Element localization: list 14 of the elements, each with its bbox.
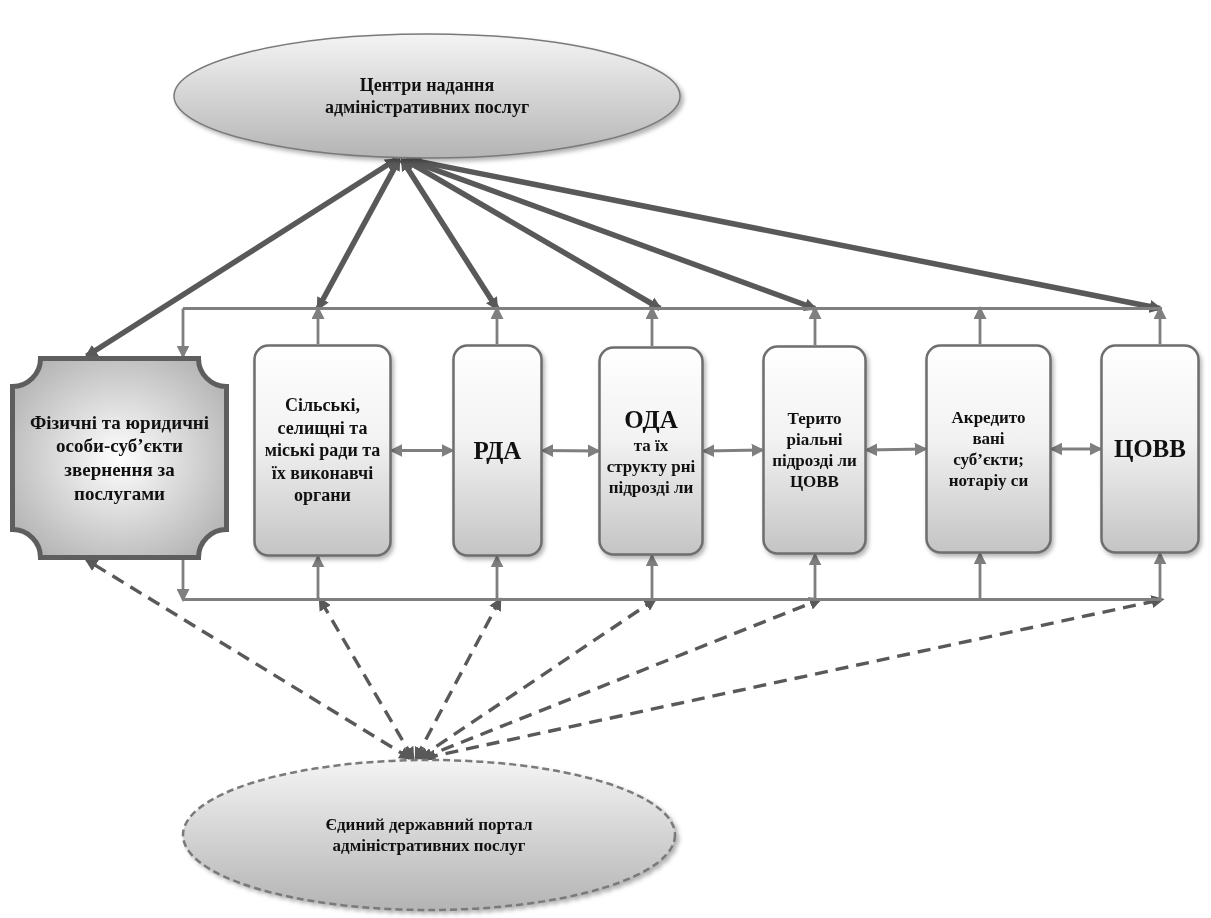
box-label: Фізичні та юридичні особи-суб’єкти звернення за послугами [28,410,211,506]
arrow [402,157,663,311]
box-label: Єдиний державний портал адміністративних послуг [324,813,534,857]
arrow [176,560,190,603]
box-label: Акредито вані суб’єкти; нотаріу си [947,406,1030,492]
box-label: Терито ріальні підрозді ли ЦОВВ [771,407,858,493]
box-label: Сільські, селищні та міські ради та їх виконавчі органи [263,394,382,507]
box-heading: ОДА [624,404,678,435]
box-label: Центри надання адміністративних послуг [323,73,531,119]
box-label: РДА [473,435,522,466]
dashed-arrow [84,558,413,760]
dashed-arrow [416,598,658,760]
box-label: та їх структу рні підрозді ли [605,434,697,499]
box-label: ЦОВВ [1114,434,1186,465]
